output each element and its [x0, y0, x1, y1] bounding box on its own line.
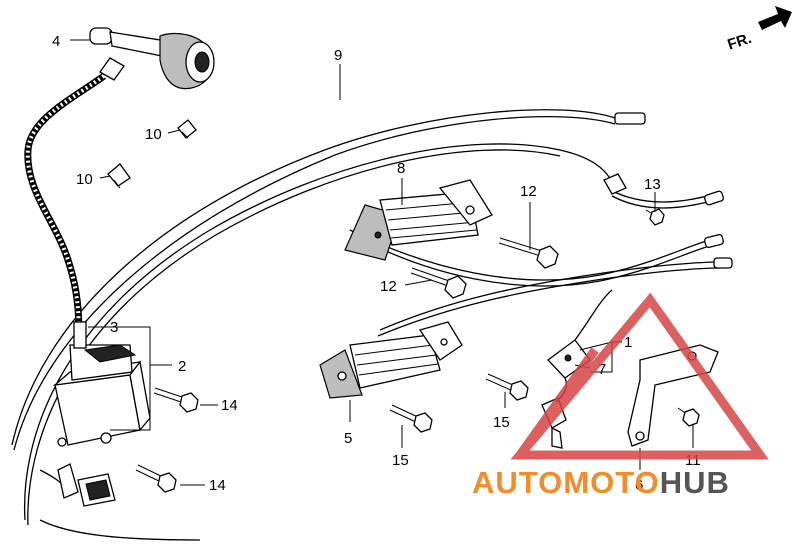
watermark: AUTOMOTOHUB: [472, 292, 769, 500]
ignition-coil-2: [52, 321, 151, 447]
high-tension-cord: [24, 57, 125, 346]
cord-clip-10b: [107, 163, 131, 189]
screw-13: [645, 208, 665, 226]
leader-lines: [70, 39, 694, 486]
warning-triangle-icon: [510, 292, 769, 460]
bolt-12b: [410, 267, 467, 299]
callout-2: 2: [178, 358, 186, 375]
callout-7: 7: [598, 361, 606, 378]
watermark-part1: AUTOMOTO: [472, 465, 660, 500]
exciter-coil-5: [319, 321, 463, 399]
callout-12a: 12: [520, 183, 537, 200]
bolt-15b: [389, 404, 433, 433]
arrow-right-icon: [758, 6, 792, 30]
watermark-part2: HUB: [660, 465, 730, 500]
bracket-6: [627, 344, 719, 447]
callout-3: 3: [110, 319, 118, 336]
callout-9: 9: [334, 47, 342, 64]
ground-connector: [57, 463, 116, 507]
callout-15a: 15: [493, 414, 510, 431]
watermark-text: AUTOMOTOHUB: [472, 465, 730, 500]
callout-labels: 1 2 3 4 5 6 7 8 9 10 10 11 12 12 13 14 1…: [52, 33, 701, 494]
bolt-14b: [135, 464, 177, 493]
callout-14b: 14: [209, 477, 226, 494]
callout-8: 8: [397, 160, 405, 177]
spark-plug-cap-4: [89, 27, 215, 90]
bolt-12a: [498, 237, 559, 269]
callout-10a: 10: [145, 126, 162, 143]
bolt-11: [677, 407, 700, 427]
charge-coil-8: [344, 179, 493, 261]
callout-1: 1: [624, 334, 632, 351]
wire-harness-9: [11, 109, 733, 541]
callout-5: 5: [344, 430, 352, 447]
callout-6: 6: [635, 477, 643, 494]
callout-13: 13: [644, 176, 661, 193]
bolt-15a: [485, 373, 529, 401]
front-direction-indicator: FR.: [725, 6, 792, 54]
callout-14a: 14: [221, 397, 238, 414]
front-label: FR.: [725, 30, 753, 54]
cord-clip-10a: [177, 119, 197, 139]
callout-15b: 15: [392, 452, 409, 469]
callout-4: 4: [52, 33, 60, 50]
bolt-14a: [153, 387, 199, 413]
callout-10b: 10: [76, 171, 93, 188]
callout-12b: 12: [380, 278, 397, 295]
